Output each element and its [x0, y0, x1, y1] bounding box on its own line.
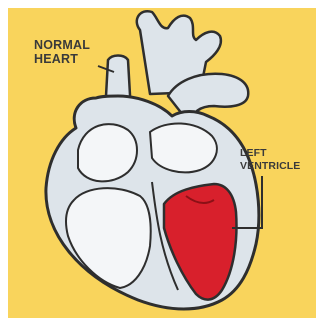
normal-heart-label: NORMAL HEART: [34, 38, 90, 66]
left-ventricle-label: LEFT VENTRICLE: [240, 147, 300, 173]
left-ventricle-line2: VENTRICLE: [240, 160, 300, 172]
right-atrium: [78, 124, 137, 181]
normal-heart-line1: NORMAL: [34, 38, 90, 52]
left-ventricle-line1: LEFT: [240, 147, 267, 159]
normal-heart-line2: HEART: [34, 52, 78, 66]
left-atrium: [150, 123, 217, 172]
